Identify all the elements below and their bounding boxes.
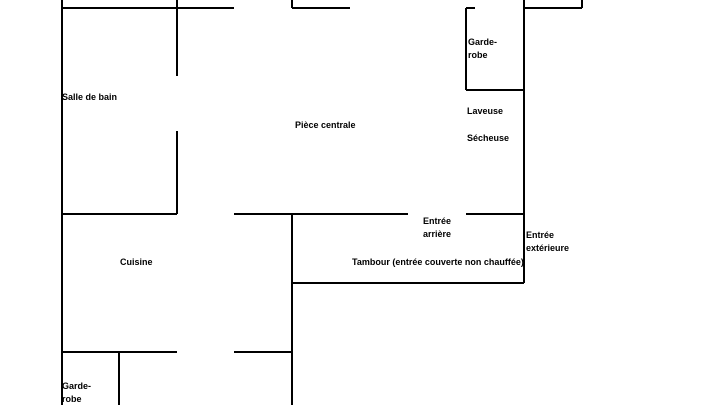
walls: [61, 0, 583, 405]
label-closet-bottom-line2: robe: [62, 394, 82, 404]
label-dryer: Sécheuse: [467, 133, 510, 143]
label-kitchen: Cuisine: [120, 257, 153, 267]
label-closet-bottom: Garde- robe: [62, 380, 91, 406]
label-exterior-entrance-line2: extérieure: [526, 243, 570, 253]
label-back-entrance-line2: arrière: [423, 229, 452, 239]
label-closet-top: Garde- robe: [468, 36, 497, 62]
label-closet-bottom-line1: Garde-: [62, 381, 92, 391]
label-bathroom: Salle de bain: [62, 92, 118, 102]
label-exterior-entrance: Entrée extérieure: [526, 229, 569, 255]
label-vestibule: Tambour (entrée couverte non chauffée): [352, 257, 524, 267]
label-back-entrance-line1: Entrée: [423, 216, 452, 226]
label-closet-top-line2: robe: [468, 50, 488, 60]
label-closet-top-line1: Garde-: [468, 37, 498, 47]
label-washer: Laveuse: [467, 106, 504, 116]
label-central-room: Pièce centrale: [295, 120, 356, 130]
label-back-entrance: Entrée arrière: [423, 215, 451, 241]
label-exterior-entrance-line1: Entrée: [526, 230, 555, 240]
